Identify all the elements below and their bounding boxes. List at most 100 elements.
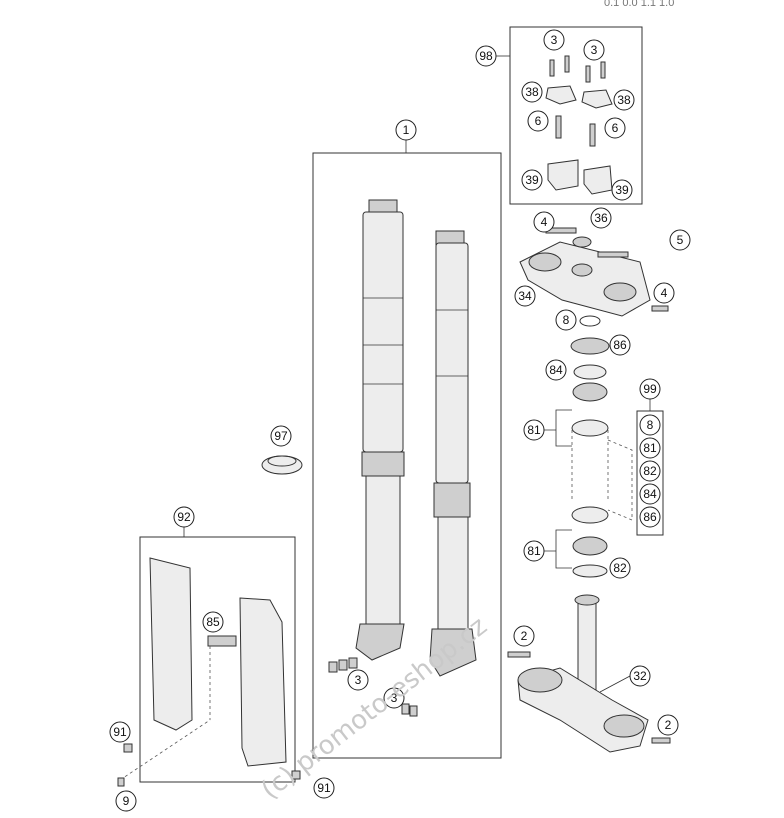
callout-c2a: 2 [513, 625, 535, 647]
callout-c5: 5 [669, 229, 691, 251]
callout-label: 3 [591, 43, 598, 57]
protector-screw-9 [117, 777, 125, 787]
callout-label: 97 [274, 429, 288, 443]
lower-triple-clamp [507, 594, 671, 753]
callout-label: 6 [612, 121, 619, 135]
upper-triple-clamp [519, 227, 669, 317]
callout-c97: 97 [270, 425, 292, 447]
callout-label: 3 [391, 691, 398, 705]
callout-label: 34 [518, 289, 532, 303]
head-tube-outline [571, 430, 609, 500]
callout-label: 81 [527, 544, 541, 558]
callout-label: 39 [525, 173, 539, 187]
callout-c92: 92 [173, 506, 195, 528]
callout-label: 81 [643, 441, 657, 455]
callout-label: 91 [113, 725, 127, 739]
callout-c84: 84 [545, 359, 567, 381]
callout-c6b: 6 [604, 117, 626, 139]
corner-text: 0.1 0.0 1.1 1.0 [604, 0, 674, 9]
callout-label: 98 [479, 49, 493, 63]
callout-c39b: 39 [611, 179, 633, 201]
callout-c1: 1 [395, 119, 417, 141]
callout-c3b: 3 [583, 39, 605, 61]
callout-label: 2 [665, 718, 672, 732]
callout-c3a: 3 [543, 29, 565, 51]
leader-lines [183, 55, 651, 693]
callout-c82: 82 [609, 557, 631, 579]
callout-c91b: 91 [313, 777, 335, 799]
callout-kit-8: 8 [639, 414, 661, 436]
callout-kit-82: 82 [639, 460, 661, 482]
callout-label: 86 [643, 510, 657, 524]
callout-label: 81 [527, 423, 541, 437]
callout-c36: 36 [590, 207, 612, 229]
callout-label: 84 [643, 487, 657, 501]
callout-label: 39 [615, 183, 629, 197]
callout-kit-84: 84 [639, 483, 661, 505]
callout-c3d: 3 [383, 687, 405, 709]
callout-c8: 8 [555, 309, 577, 331]
callout-c38b: 38 [613, 89, 635, 111]
seal-ring-top [573, 364, 607, 380]
callout-label: 91 [317, 781, 331, 795]
left-fork-leg [355, 199, 405, 661]
callout-label: 92 [177, 510, 191, 524]
bearing-bottom [572, 536, 608, 556]
callout-c4b: 4 [653, 282, 675, 304]
dust-seal-top [570, 337, 610, 355]
callout-label: 32 [633, 669, 647, 683]
seal-ring-bottom [572, 564, 608, 578]
callout-label: 3 [551, 33, 558, 47]
callout-c9: 9 [115, 790, 137, 812]
callout-c39a: 39 [521, 169, 543, 191]
callout-c91a: 91 [109, 721, 131, 743]
axle-clamp-screws-right [401, 703, 418, 717]
bearing-top [572, 382, 608, 402]
callout-label: 99 [643, 382, 657, 396]
callout-label: 38 [525, 85, 539, 99]
callout-kit-86: 86 [639, 506, 661, 528]
callout-c98: 98 [475, 45, 497, 67]
callout-c34: 34 [514, 285, 536, 307]
fork-assembly-frame [312, 152, 502, 759]
callout-label: 9 [123, 794, 130, 808]
callout-label: 85 [206, 615, 220, 629]
handlebar-clamp-parts [545, 55, 613, 195]
callout-c2b: 2 [657, 714, 679, 736]
spacer-ring [261, 455, 303, 475]
frame-outline [607, 439, 633, 521]
callout-label: 4 [661, 286, 668, 300]
callout-label: 82 [613, 561, 627, 575]
callout-label: 3 [355, 673, 362, 687]
callout-label: 38 [617, 93, 631, 107]
callout-label: 6 [535, 114, 542, 128]
fork-protectors [119, 557, 287, 781]
callout-label: 82 [643, 464, 657, 478]
callout-c81a: 81 [523, 419, 545, 441]
callout-c86: 86 [609, 334, 631, 356]
callout-label: 2 [521, 629, 528, 643]
callout-kit-81: 81 [639, 437, 661, 459]
bearing-race-top [571, 419, 609, 437]
o-ring [579, 315, 601, 327]
callout-label: 86 [613, 338, 627, 352]
callout-c81b: 81 [523, 540, 545, 562]
callout-c85: 85 [202, 611, 224, 633]
fork-protector-frame [139, 536, 296, 783]
callout-label: 84 [549, 363, 563, 377]
callout-label: 36 [594, 211, 608, 225]
handlebar-clamp-kit-frame [509, 26, 643, 205]
bearing-race-bottom [571, 506, 609, 524]
protector-screw-91-left [123, 743, 133, 753]
callout-c6a: 6 [527, 110, 549, 132]
callout-label: 4 [541, 215, 548, 229]
callout-label: 8 [647, 418, 654, 432]
callout-c4a: 4 [533, 211, 555, 233]
callout-c38a: 38 [521, 81, 543, 103]
callout-c99: 99 [639, 378, 661, 400]
callout-c3c: 3 [347, 669, 369, 691]
callout-c32: 32 [629, 665, 651, 687]
callout-label: 1 [403, 123, 410, 137]
